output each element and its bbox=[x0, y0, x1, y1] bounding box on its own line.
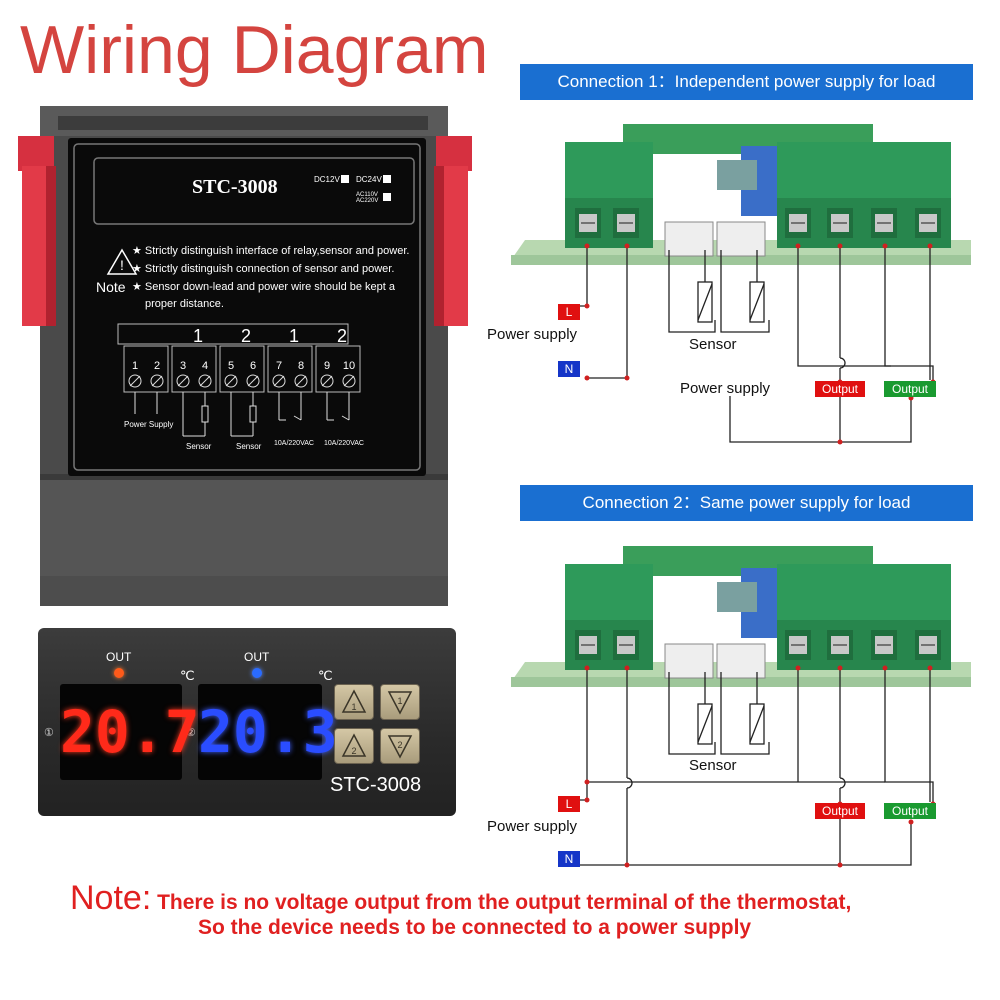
sensor-label: Sensor bbox=[689, 757, 737, 774]
terminal-number: 4 bbox=[201, 360, 209, 372]
notes-label: Note bbox=[96, 279, 126, 295]
out-led-1 bbox=[114, 668, 124, 678]
out-led-2 bbox=[252, 668, 262, 678]
group-number: 1 bbox=[193, 326, 204, 346]
terminal-number: 7 bbox=[275, 360, 283, 372]
terminal-block-power bbox=[565, 564, 653, 670]
terminal-block-relay-1 bbox=[777, 142, 865, 248]
up-button-1[interactable]: 1 bbox=[334, 684, 374, 720]
connection-1-banner: Connection 1：Independent power supply fo… bbox=[520, 64, 973, 100]
neutral-tag: N bbox=[558, 851, 580, 867]
note-line-1: Note: There is no voltage output from th… bbox=[70, 878, 851, 923]
mounting-clip-left bbox=[18, 136, 56, 326]
terminal-label-sensor: Sensor bbox=[186, 442, 212, 451]
warning-icon bbox=[106, 248, 138, 275]
out-label: OUT bbox=[244, 650, 270, 664]
unit-label: ℃ bbox=[180, 668, 195, 683]
note-line: ★ Strictly distinguish connection of sen… bbox=[132, 263, 395, 275]
connection-2-banner: Connection 2：Same power supply for load bbox=[520, 485, 973, 521]
terminal-number: 5 bbox=[227, 360, 235, 372]
connection-2-diagram bbox=[511, 546, 971, 868]
svg-text:1: 1 bbox=[351, 702, 356, 712]
note-line: proper distance. bbox=[145, 298, 224, 310]
svg-text:!: ! bbox=[120, 257, 124, 273]
svg-text:2: 2 bbox=[397, 740, 402, 750]
output-tag: Output bbox=[884, 803, 936, 819]
note-line: ★ Sensor down-lead and power wire should… bbox=[132, 281, 396, 293]
load-power-supply-label: Power supply bbox=[680, 380, 771, 397]
group-number: 2 bbox=[241, 326, 252, 346]
mounting-clip-right bbox=[434, 136, 472, 326]
note-line: ★ Strictly distinguish interface of rela… bbox=[132, 245, 410, 257]
neutral-tag: N bbox=[558, 361, 580, 377]
group-number: 2 bbox=[337, 326, 348, 346]
note-text: There is no voltage output from the outp… bbox=[151, 891, 852, 914]
terminal-number: 9 bbox=[323, 360, 331, 372]
terminal-label-sensor: Sensor bbox=[236, 442, 262, 451]
terminal-label-relay: 10A/220VAC bbox=[274, 440, 314, 447]
terminal-block-power bbox=[565, 142, 653, 248]
temperature-readout-2: 20.3 bbox=[198, 684, 338, 780]
down-button-1[interactable]: 1 bbox=[380, 684, 420, 720]
triangle-down-icon: 2 bbox=[387, 735, 413, 759]
rear-model-label: STC-3008 bbox=[192, 176, 278, 198]
live-tag: L bbox=[558, 304, 580, 320]
triangle-up-icon: 2 bbox=[341, 733, 367, 757]
power-option-dc12v: DC12V bbox=[314, 175, 340, 184]
terminal-block-relay-2 bbox=[865, 142, 951, 248]
terminal-block-relay-1 bbox=[777, 564, 865, 670]
terminal-number: 1 bbox=[131, 360, 139, 372]
down-button-2[interactable]: 2 bbox=[380, 728, 420, 764]
triangle-down-icon: 1 bbox=[387, 691, 413, 715]
group-number: 1 bbox=[289, 326, 300, 346]
svg-text:2: 2 bbox=[351, 746, 356, 756]
note-lead: Note: bbox=[70, 879, 152, 917]
terminal-number: 10 bbox=[342, 360, 356, 372]
connection-1-diagram bbox=[511, 124, 971, 445]
channel-marker: ② bbox=[186, 727, 196, 739]
output-tag: Output bbox=[815, 381, 865, 397]
terminal-number: 2 bbox=[153, 360, 161, 372]
out-label: OUT bbox=[106, 650, 132, 664]
note-line-2: So the device needs to be connected to a… bbox=[198, 916, 752, 939]
terminal-number: 3 bbox=[179, 360, 187, 372]
page-title: Wiring Diagram bbox=[20, 12, 489, 88]
terminal-label-power: Power Supply bbox=[124, 420, 174, 429]
svg-text:1: 1 bbox=[397, 696, 402, 706]
output-tag: Output bbox=[884, 381, 936, 397]
terminal-label-relay: 10A/220VAC bbox=[324, 440, 364, 447]
power-supply-label: Power supply bbox=[487, 818, 578, 835]
triangle-up-icon: 1 bbox=[341, 689, 367, 713]
power-option-dc24v: DC24V bbox=[356, 175, 382, 184]
temperature-readout-1: 20.7 bbox=[60, 684, 200, 780]
front-model-label: STC-3008 bbox=[330, 774, 422, 796]
power-option-ac: AC110V AC220V bbox=[356, 192, 379, 204]
terminal-number: 8 bbox=[297, 360, 305, 372]
channel-marker: ① bbox=[44, 727, 54, 739]
power-supply-label: Power supply bbox=[487, 326, 578, 343]
terminal-number: 6 bbox=[249, 360, 257, 372]
up-button-2[interactable]: 2 bbox=[334, 728, 374, 764]
thermostat-rear-illustration: ! bbox=[18, 106, 472, 606]
terminal-block-relay-2 bbox=[865, 564, 951, 670]
unit-label: ℃ bbox=[318, 668, 333, 683]
thermostat-front-panel: OUT OUT ℃ ℃ ① ② 20.7 20.3 1 1 2 2 STC-30… bbox=[38, 628, 456, 816]
live-tag: L bbox=[558, 796, 580, 812]
output-tag: Output bbox=[815, 803, 865, 819]
sensor-label: Sensor bbox=[689, 336, 737, 353]
